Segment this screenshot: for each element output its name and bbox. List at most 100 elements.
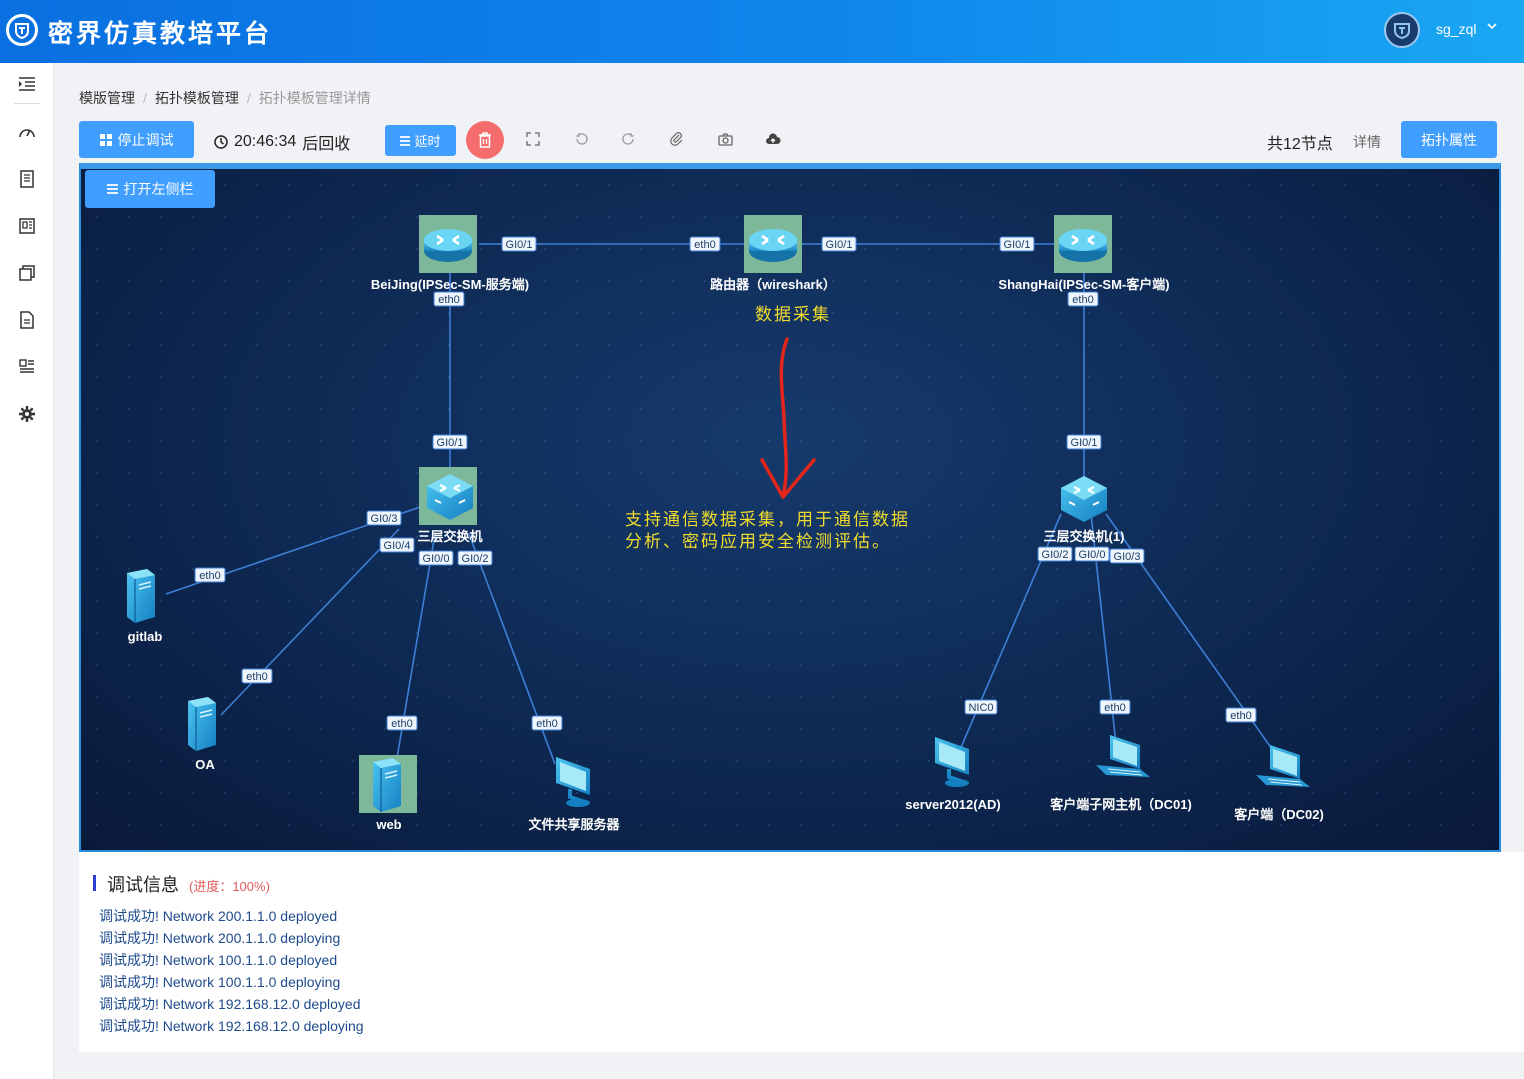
port-label: eth0 bbox=[694, 239, 715, 251]
node-label-l3-switch-1: 三层交换机(1) bbox=[1044, 529, 1125, 544]
node-label-router-wireshark: 路由器（wireshark） bbox=[710, 277, 836, 292]
toolbar: 停止调试 20:46:34 后回收 延时 bbox=[79, 120, 1497, 160]
book-icon[interactable] bbox=[17, 216, 37, 236]
breadcrumb-item-detail: 拓扑模板管理详情 bbox=[258, 90, 371, 106]
node-label-web: web bbox=[375, 817, 401, 832]
port-label: eth0 bbox=[1072, 294, 1093, 306]
link-switch-oa bbox=[220, 528, 400, 716]
breadcrumb: 模版管理 / 拓扑模板管理 / 拓扑模板管理详情 bbox=[79, 88, 379, 108]
annotation-arrow bbox=[779, 337, 789, 499]
debug-title: 调试信息 bbox=[107, 875, 179, 895]
undo-icon[interactable] bbox=[573, 131, 589, 147]
node-label-server2012: server2012(AD) bbox=[905, 797, 1000, 812]
monitor-icon[interactable] bbox=[933, 735, 971, 789]
section-marker bbox=[93, 875, 96, 891]
delete-button[interactable] bbox=[466, 121, 504, 159]
node-label-file-server: 文件共享服务器 bbox=[528, 817, 620, 832]
annotation-arrowhead bbox=[760, 458, 816, 499]
copy-icon[interactable] bbox=[17, 263, 37, 283]
list-icon bbox=[400, 135, 411, 146]
dashboard-icon[interactable] bbox=[17, 122, 37, 142]
breadcrumb-separator: / bbox=[246, 90, 251, 106]
port-label: eth0 bbox=[1230, 710, 1251, 722]
open-left-sidebar-button[interactable]: 打开左侧栏 bbox=[85, 170, 215, 208]
annotation-line-2: 分析、密码应用安全检测评估。 bbox=[625, 532, 891, 551]
menu-indent-icon[interactable] bbox=[17, 74, 37, 94]
node-label-shanghai: ShangHai(IPSec-SM-客户端) bbox=[998, 277, 1169, 292]
port-label: GI0/1 bbox=[437, 437, 464, 449]
node-count: 共12节点 bbox=[1267, 136, 1333, 153]
layout-icon[interactable] bbox=[17, 357, 37, 377]
port-label: eth0 bbox=[391, 718, 412, 730]
port-label: GI0/1 bbox=[826, 239, 853, 251]
port-label: eth0 bbox=[1104, 702, 1125, 714]
laptop-icon[interactable] bbox=[1095, 734, 1151, 778]
annotation-title: 数据采集 bbox=[755, 305, 831, 324]
attachment-icon[interactable] bbox=[669, 131, 685, 147]
file-icon[interactable] bbox=[17, 310, 37, 330]
fullscreen-icon[interactable] bbox=[525, 131, 541, 147]
port-label: GI0/1 bbox=[506, 239, 533, 251]
gear-icon[interactable] bbox=[17, 404, 37, 424]
cloud-upload-icon[interactable] bbox=[765, 131, 781, 147]
delay-button[interactable]: 延时 bbox=[385, 125, 456, 156]
redo-icon[interactable] bbox=[621, 131, 637, 147]
topology-properties-button[interactable]: 拓扑属性 bbox=[1401, 121, 1497, 158]
laptop-icon[interactable] bbox=[1255, 744, 1311, 788]
monitor-icon[interactable] bbox=[554, 755, 592, 809]
port-label: GI0/2 bbox=[462, 553, 489, 565]
port-label: GI0/4 bbox=[384, 540, 411, 552]
port-label: eth0 bbox=[246, 671, 267, 683]
port-label: eth0 bbox=[199, 570, 220, 582]
port-label: GI0/1 bbox=[1004, 239, 1031, 251]
router-icon[interactable] bbox=[1052, 213, 1114, 275]
server-icon[interactable] bbox=[126, 568, 156, 624]
node-label-client-dc02: 客户端（DC02) bbox=[1234, 807, 1324, 822]
topology-graph: BeiJing(IPSec-SM-服务端) 路由器（wireshark） Sha… bbox=[126, 213, 1324, 832]
port-label: GI0/1 bbox=[1071, 437, 1098, 449]
recycle-timer: 20:46:34 后回收 bbox=[214, 130, 350, 154]
timer-suffix: 后回收 bbox=[302, 136, 351, 153]
node-label-gitlab: gitlab bbox=[128, 629, 163, 644]
debug-panel: 调试信息 (进度：100%) 调试成功! Network 200.1.1.0 d… bbox=[79, 852, 1524, 1052]
clock-icon bbox=[214, 135, 228, 149]
debug-progress: (进度：100%) bbox=[189, 879, 270, 894]
main-content: 模版管理 / 拓扑模板管理 / 拓扑模板管理详情 停止调试 20:46:34 后回收 延… bbox=[54, 63, 1524, 1079]
port-label: eth0 bbox=[536, 718, 557, 730]
port-label: GI0/2 bbox=[1042, 549, 1069, 561]
document-icon[interactable] bbox=[17, 169, 37, 189]
node-label-beijing: BeiJing(IPSec-SM-服务端) bbox=[371, 277, 529, 292]
delay-label: 延时 bbox=[414, 134, 441, 149]
server-icon[interactable] bbox=[372, 757, 402, 813]
server-icon[interactable] bbox=[187, 696, 217, 752]
breadcrumb-item-template[interactable]: 模版管理 bbox=[79, 90, 135, 106]
port-label: eth0 bbox=[438, 294, 459, 306]
username[interactable]: sg_zql bbox=[1436, 21, 1477, 37]
top-header: 密界仿真教培平台 sg_zql bbox=[0, 0, 1524, 63]
router-icon[interactable] bbox=[417, 213, 479, 275]
switch-icon[interactable] bbox=[1059, 474, 1109, 524]
shield-logo-icon bbox=[6, 14, 38, 46]
node-label-client-dc01: 客户端子网主机（DC01) bbox=[1050, 797, 1192, 812]
chevron-down-icon[interactable] bbox=[1486, 20, 1498, 35]
open-left-sidebar-label: 打开左侧栏 bbox=[123, 181, 194, 197]
user-avatar-icon[interactable] bbox=[1384, 12, 1420, 48]
log-line: 调试成功! Network 200.1.1.0 deploying bbox=[99, 930, 341, 946]
router-icon[interactable] bbox=[742, 213, 804, 275]
log-line: 调试成功! Network 100.1.1.0 deployed bbox=[99, 952, 338, 968]
log-line: 调试成功! Network 192.168.12.0 deploying bbox=[99, 1018, 364, 1034]
camera-icon[interactable] bbox=[717, 131, 733, 147]
log-line: 调试成功! Network 200.1.1.0 deployed bbox=[99, 908, 338, 924]
list-icon bbox=[106, 184, 118, 194]
log-line: 调试成功! Network 100.1.1.0 deploying bbox=[99, 974, 341, 990]
topology-links bbox=[165, 243, 1280, 765]
stop-debug-button[interactable]: 停止调试 bbox=[79, 121, 194, 158]
topology-canvas[interactable]: 打开左侧栏 bbox=[79, 163, 1501, 852]
trash-icon bbox=[479, 132, 491, 148]
sidebar-divider bbox=[14, 103, 40, 104]
breadcrumb-item-topology[interactable]: 拓扑模板管理 bbox=[154, 90, 239, 106]
breadcrumb-separator: / bbox=[143, 90, 147, 106]
detail-link[interactable]: 详情 bbox=[1353, 134, 1381, 150]
annotation-line-1: 支持通信数据采集，用于通信数据 bbox=[625, 510, 910, 529]
node-label-oa: OA bbox=[195, 757, 215, 772]
